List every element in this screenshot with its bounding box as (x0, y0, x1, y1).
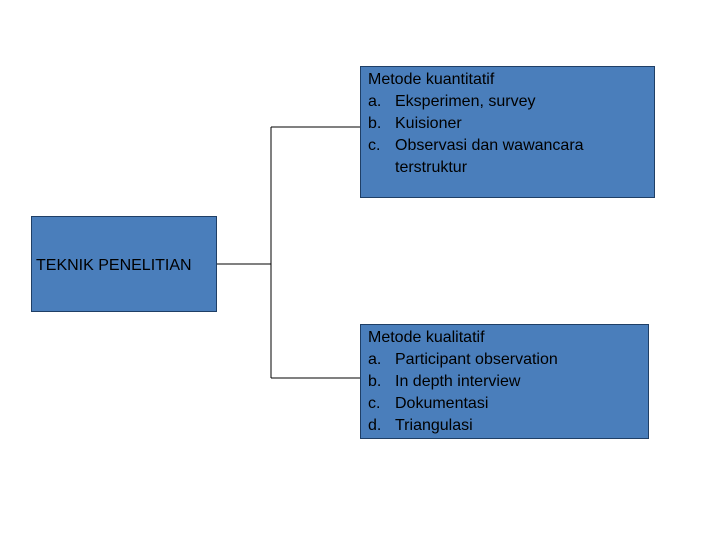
quantitative-list: a. Eksperimen, survey b. Kuisioner c. Ob… (368, 91, 625, 179)
list-item-text: Observasi dan wawancara terstruktur (395, 137, 584, 176)
list-item: b. Kuisioner (368, 113, 625, 135)
list-item: d. Triangulasi (368, 415, 558, 437)
list-item-text: Participant observation (395, 351, 558, 368)
list-item: a. Participant observation (368, 349, 558, 371)
quantitative-heading: Metode kuantitatif (368, 71, 495, 88)
list-item-text: Eksperimen, survey (395, 93, 536, 110)
list-marker: b. (368, 373, 382, 390)
list-item: c. Observasi dan wawancara terstruktur (368, 135, 625, 179)
qualitative-list: a. Participant observation b. In depth i… (368, 349, 558, 437)
list-item-text: Triangulasi (395, 417, 473, 434)
list-item-text: In depth interview (395, 373, 521, 390)
quantitative-content: Metode kuantitatif a. Eksperimen, survey… (368, 69, 625, 179)
qualitative-content: Metode kualitatif a. Participant observa… (368, 327, 558, 437)
qualitative-method-box: Metode kualitatif a. Participant observa… (360, 324, 649, 439)
list-item: a. Eksperimen, survey (368, 91, 625, 113)
list-item-text: Dokumentasi (395, 395, 489, 412)
list-item: b. In depth interview (368, 371, 558, 393)
list-marker: a. (368, 351, 382, 368)
quantitative-method-box: Metode kuantitatif a. Eksperimen, survey… (360, 66, 655, 198)
list-marker: a. (368, 93, 382, 110)
root-node-label: TEKNIK PENELITIAN (36, 257, 192, 274)
list-marker: b. (368, 115, 382, 132)
list-marker: c. (368, 137, 381, 154)
list-item: c. Dokumentasi (368, 393, 558, 415)
root-node: TEKNIK PENELITIAN (31, 216, 217, 312)
qualitative-heading: Metode kualitatif (368, 329, 485, 346)
list-marker: c. (368, 395, 381, 412)
list-item-text: Kuisioner (395, 115, 462, 132)
list-marker: d. (368, 417, 382, 434)
